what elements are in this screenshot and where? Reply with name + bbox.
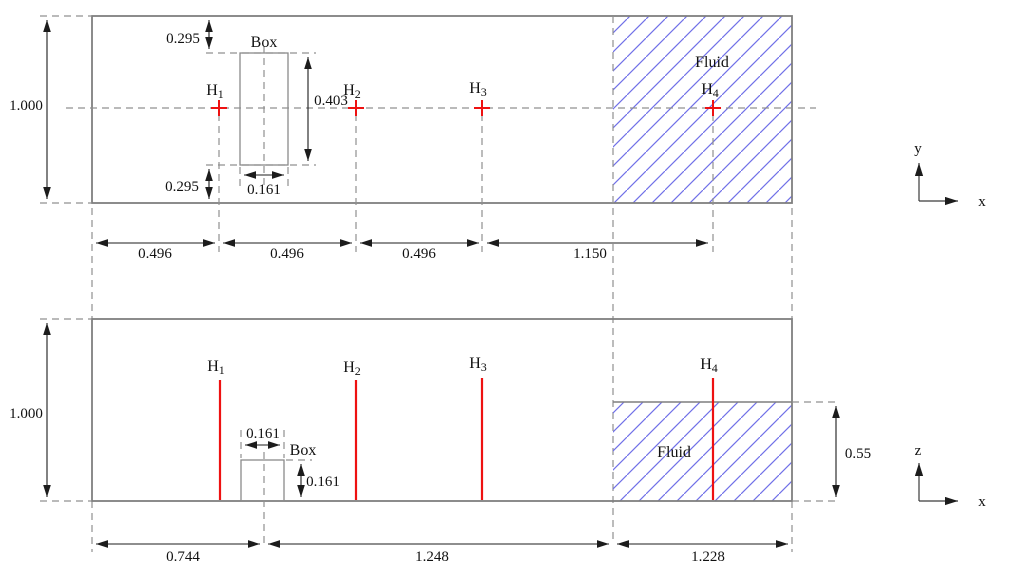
top-fluid-region	[613, 16, 792, 203]
top-probe-label-h4: H4	[701, 81, 719, 100]
bottom-domain-outline	[91, 318, 793, 502]
label-row1-1150: 1.150	[573, 246, 607, 262]
bottom-dimension-lines	[43, 323, 840, 548]
bh2-sub: 2	[355, 364, 361, 378]
probe-marker-h2	[348, 100, 364, 116]
h4-sub: 4	[713, 86, 719, 100]
h3-base: H	[469, 80, 481, 97]
bottom-fluid-region	[613, 402, 792, 501]
h1-base: H	[206, 82, 218, 99]
bottom-probe-lines	[218, 378, 715, 500]
label-height-top: 1.000	[9, 98, 43, 114]
h3-sub: 3	[481, 85, 487, 99]
label-row2-1248: 1.248	[415, 549, 449, 565]
x-axis-label-top: x	[978, 194, 986, 210]
h2-sub: 2	[355, 87, 361, 101]
label-row1-0496a: 0.496	[138, 246, 172, 262]
bh4-base: H	[700, 356, 712, 373]
bh3-sub: 3	[481, 360, 487, 374]
label-0161-width: 0.161	[246, 426, 280, 442]
top-domain-outline	[91, 15, 793, 204]
z-axis-label: z	[915, 443, 922, 459]
top-probe-markers	[211, 100, 721, 116]
bottom-box-outline	[240, 459, 285, 502]
label-box-bottom: Box	[290, 442, 317, 459]
bottom-construction-lines	[40, 318, 838, 544]
probe-marker-h3	[474, 100, 490, 116]
top-construction-lines	[40, 15, 816, 552]
label-fluid-bottom: Fluid	[657, 444, 691, 461]
bottom-probe-label-h1: H1	[207, 358, 225, 377]
bottom-probe-label-h4: H4	[700, 356, 718, 375]
bottom-probe-label-h3: H3	[469, 355, 487, 374]
label-0161-top: 0.161	[247, 182, 281, 198]
bottom-axes	[914, 463, 958, 506]
label-box-top: Box	[251, 34, 278, 51]
bh3-base: H	[469, 355, 481, 372]
label-row1-0496b: 0.496	[270, 246, 304, 262]
label-055: 0.55	[845, 446, 871, 462]
h2-base: H	[343, 82, 355, 99]
label-height-bottom: 1.000	[9, 406, 43, 422]
label-row2-0744: 0.744	[166, 549, 200, 565]
label-fluid-top: Fluid	[695, 54, 729, 71]
top-dimension-lines	[43, 20, 708, 247]
y-axis-label: y	[914, 141, 922, 157]
x-axis-label-bottom: x	[978, 494, 986, 510]
top-probe-label-h3: H3	[469, 80, 487, 99]
bh2-base: H	[343, 359, 355, 376]
label-0295-bottom: 0.295	[165, 179, 199, 195]
bh1-sub: 1	[219, 363, 225, 377]
probe-marker-h4	[705, 100, 721, 116]
h4-base: H	[701, 81, 713, 98]
h1-sub: 1	[218, 87, 224, 101]
label-row2-1228: 1.228	[691, 549, 725, 565]
bh4-sub: 4	[712, 361, 718, 375]
top-probe-label-h2: H2	[343, 82, 361, 101]
label-0403: 0.403	[314, 93, 348, 109]
bottom-probe-label-h2: H2	[343, 359, 361, 378]
top-axes	[914, 163, 958, 206]
label-row1-0496c: 0.496	[402, 246, 436, 262]
label-0161-height: 0.161	[306, 474, 340, 490]
top-probe-label-h1: H1	[206, 82, 224, 101]
bh1-base: H	[207, 358, 219, 375]
probe-marker-h1	[211, 100, 227, 116]
label-0295-top: 0.295	[166, 31, 200, 47]
